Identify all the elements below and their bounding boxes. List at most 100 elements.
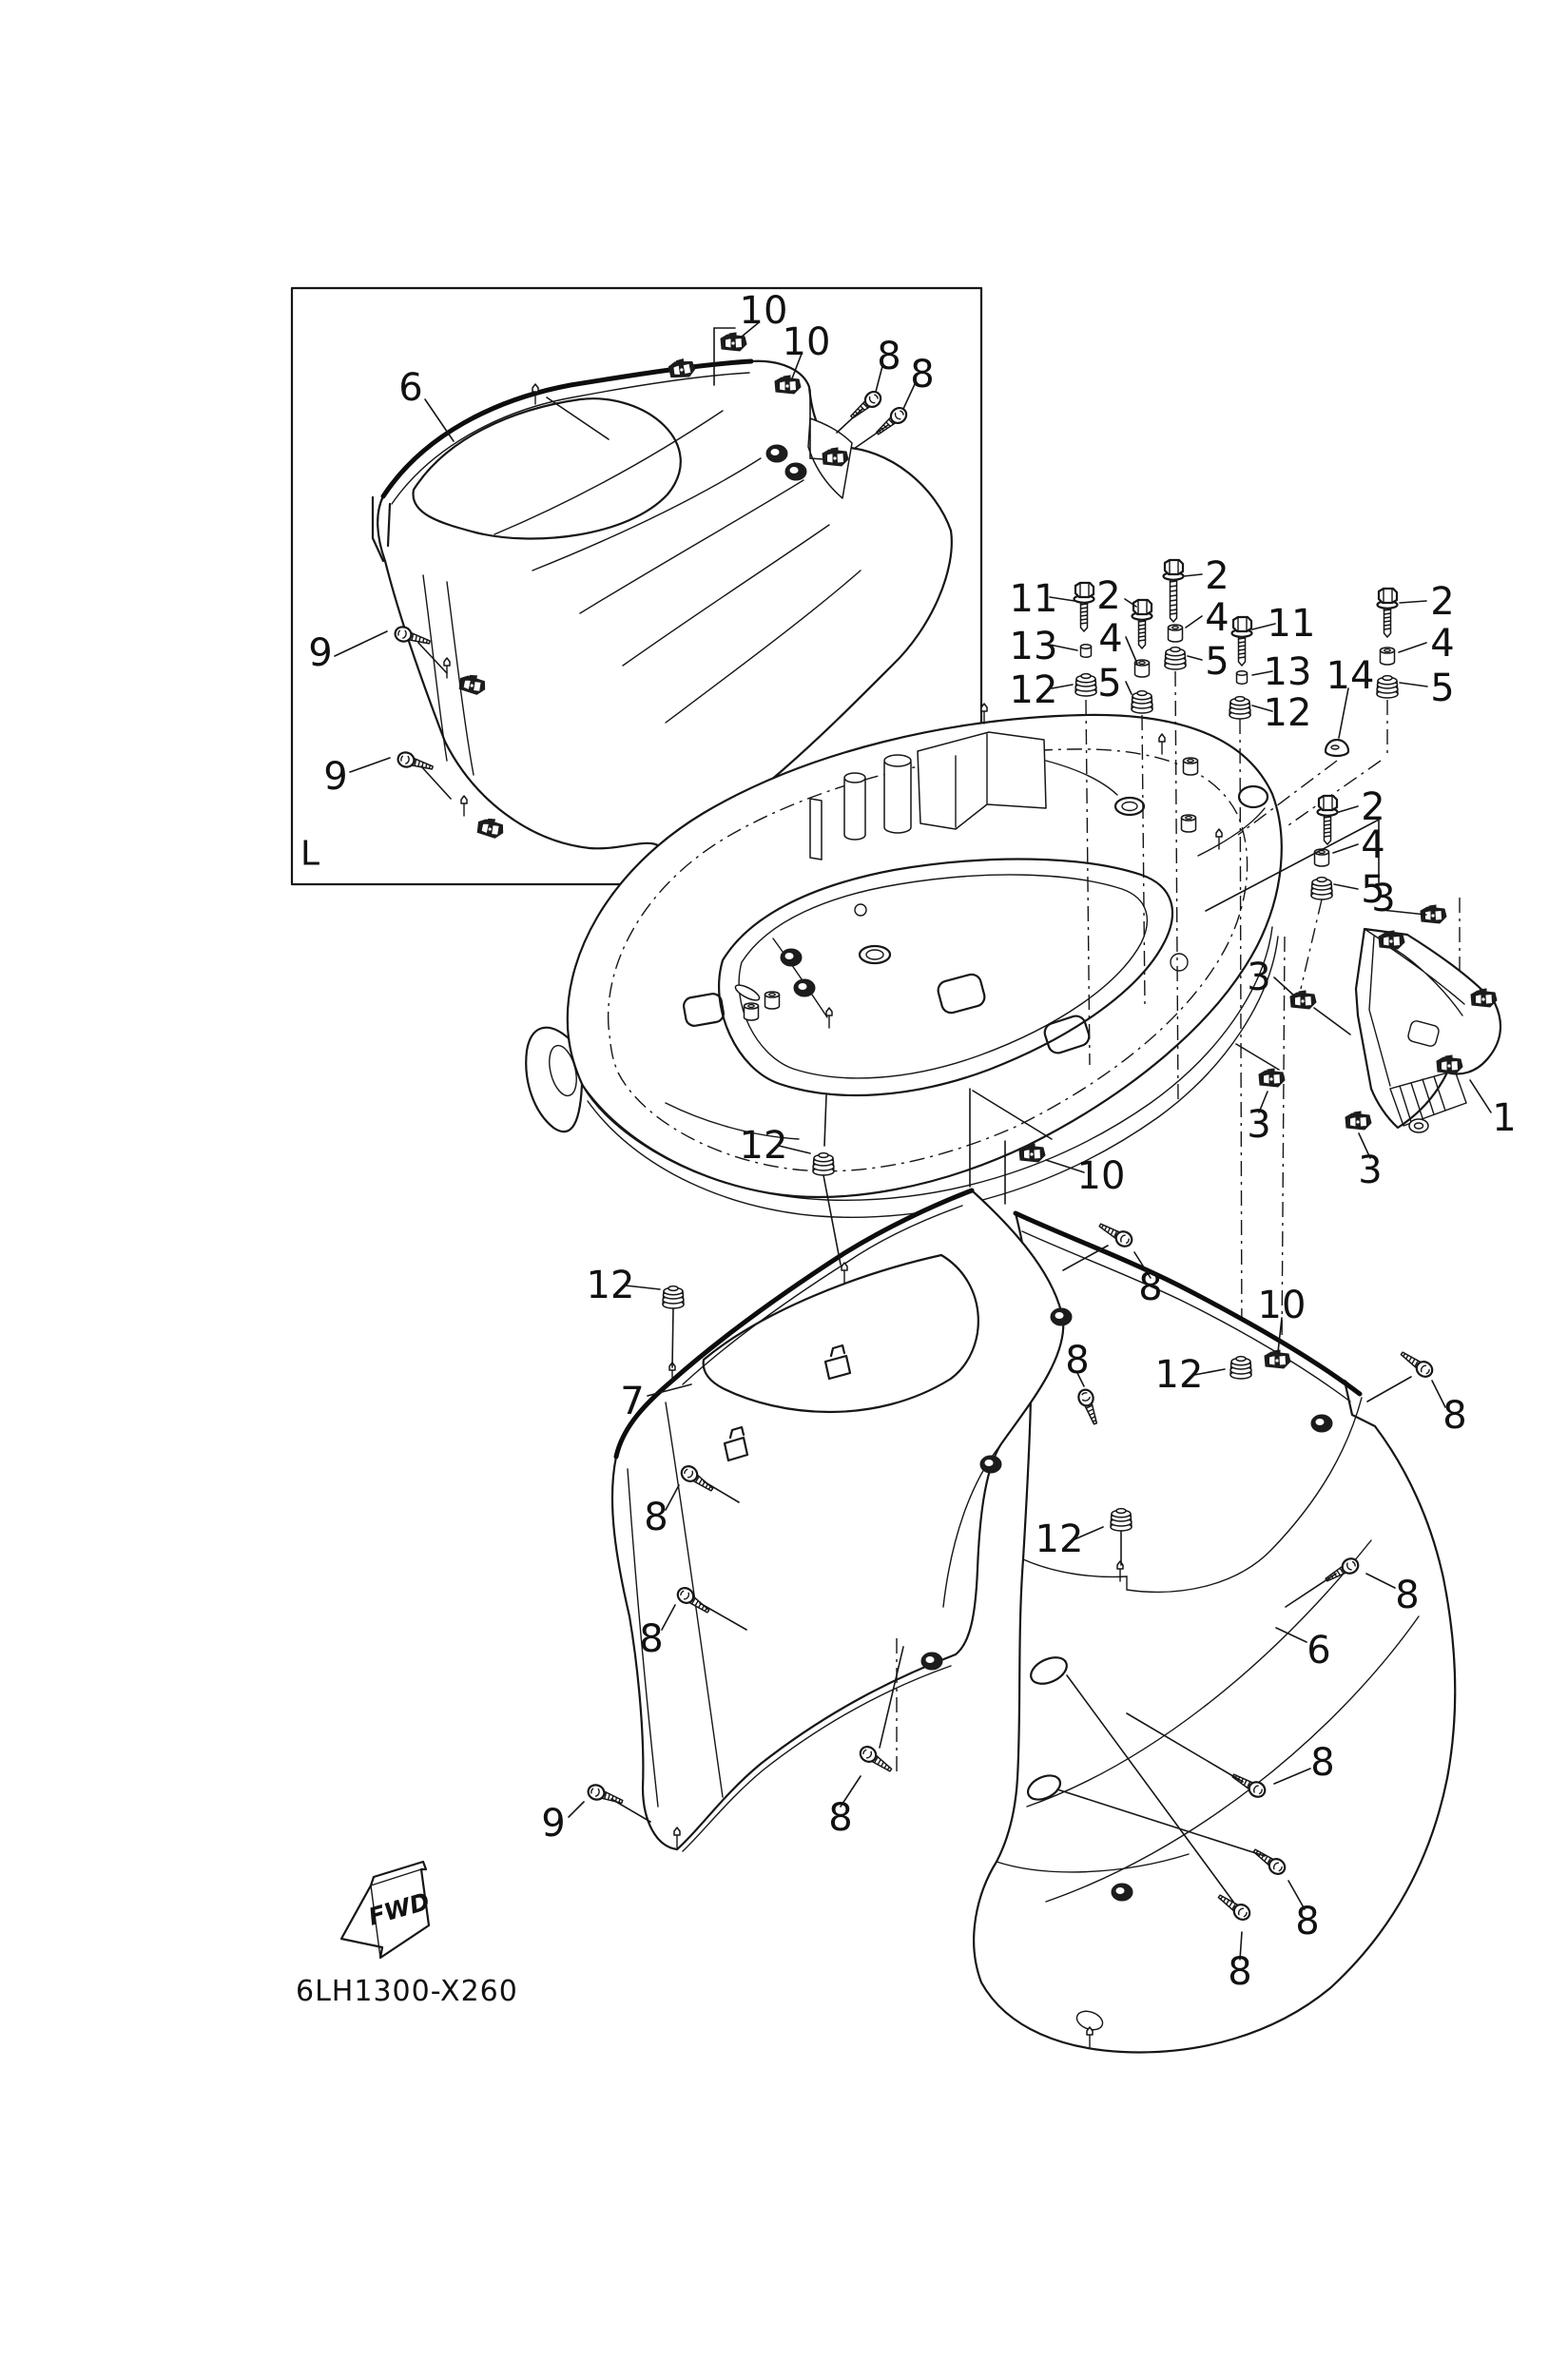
callout-label-2: 2	[1430, 580, 1454, 624]
callout-label-13: 13	[1264, 650, 1312, 694]
grommet-icon	[1074, 672, 1097, 697]
callout-label-10: 10	[783, 320, 831, 364]
boss-icon	[1111, 1883, 1133, 1902]
boss-icon	[793, 978, 816, 997]
callout-label-10: 10	[1077, 1154, 1126, 1198]
boss-icon	[979, 1455, 1002, 1474]
pan-cover-alignment	[823, 1088, 1053, 1771]
callout-label-9: 9	[323, 755, 347, 799]
pan-center-structure	[809, 703, 1269, 860]
callout-label-5: 5	[1097, 662, 1121, 706]
callout-label-7: 7	[620, 1380, 644, 1423]
boss-icon	[1310, 1414, 1333, 1433]
bracket-leader-lines	[1235, 909, 1492, 1159]
callout-label-8: 8	[1138, 1266, 1162, 1309]
clip-icon	[1345, 1111, 1372, 1131]
callout-label-8: 8	[1295, 1900, 1319, 1943]
callout-label-8: 8	[877, 335, 900, 378]
grommet-icon	[1229, 695, 1251, 720]
inset-leader-lines	[334, 322, 916, 800]
callout-label-8: 8	[910, 353, 934, 396]
callout-label-8: 8	[1442, 1394, 1466, 1438]
callout-label-3: 3	[1371, 877, 1395, 920]
callout-label-2: 2	[1361, 785, 1384, 829]
bolt-icon	[1316, 794, 1339, 846]
boss-icon	[780, 948, 803, 967]
collar-icon	[1379, 647, 1396, 666]
pin-icon	[460, 795, 468, 817]
screw-icon	[585, 1781, 626, 1810]
boss-icon	[1050, 1307, 1073, 1326]
callout-label-8: 8	[644, 1496, 668, 1539]
grommet-icon	[1229, 1355, 1252, 1380]
bolt-icon	[1073, 581, 1095, 633]
alignment-lines	[1085, 670, 1388, 1355]
fwd-arrow: FWD	[339, 1860, 433, 1960]
inset-port-boss-icon	[784, 462, 807, 481]
screw-icon	[871, 403, 911, 440]
callout-label-11: 11	[1010, 577, 1058, 621]
grommet-icon	[1376, 674, 1399, 699]
inset-side-cover	[371, 357, 953, 856]
callout-label-4: 4	[1361, 823, 1384, 867]
callout-label-6: 6	[1307, 1629, 1330, 1673]
grommet-cap-icon	[1324, 738, 1350, 758]
boss-icon	[920, 1652, 943, 1671]
clip-icon	[1258, 1068, 1286, 1088]
callout-label-8: 8	[639, 1617, 663, 1661]
callout-label-3: 3	[1358, 1149, 1382, 1192]
bottom-cowling-pan	[525, 703, 1283, 1218]
inset-detail-box	[290, 286, 983, 886]
grommet-icon	[1310, 876, 1333, 900]
callout-label-3: 3	[1247, 1103, 1270, 1147]
grommet-icon	[1131, 689, 1153, 714]
screw-icon	[856, 1742, 897, 1777]
side-cover-left	[610, 1188, 1073, 1852]
callout-label-12: 12	[1155, 1353, 1204, 1397]
bolt-icon	[1131, 598, 1153, 650]
callout-label-8: 8	[828, 1796, 852, 1840]
callout-label-10: 10	[1258, 1284, 1307, 1327]
clip-icon	[1289, 990, 1317, 1010]
bolt-icon	[1162, 558, 1185, 624]
spacer-icon	[1079, 644, 1093, 658]
grommet-icon	[812, 1151, 835, 1176]
column-leader-lines	[1049, 573, 1428, 890]
cover-fasteners	[568, 1143, 1446, 1961]
callout-label-2: 2	[1096, 574, 1120, 618]
fitting-plate-bracket	[1205, 819, 1502, 1159]
cover-leader-lines	[568, 1145, 1446, 1961]
callout-label-3: 3	[1247, 956, 1270, 999]
collar-icon	[1167, 624, 1184, 643]
callout-label-12: 12	[1264, 691, 1312, 735]
callout-label-4: 4	[1098, 617, 1122, 661]
clip-icon	[475, 816, 506, 841]
callout-label-12: 12	[740, 1124, 788, 1168]
callout-label-12: 12	[1010, 668, 1058, 712]
callout-label-2: 2	[1205, 554, 1229, 598]
pan-left-mounts	[665, 938, 833, 1140]
callout-label-5: 5	[1361, 868, 1384, 912]
callout-label-8: 8	[1065, 1339, 1089, 1383]
screw-icon	[395, 749, 436, 776]
stud-icon	[1182, 757, 1199, 776]
callout-label-11: 11	[1268, 602, 1316, 646]
stud-icon	[764, 991, 781, 1010]
callout-label-9: 9	[541, 1802, 565, 1846]
callout-label-1: 1	[1492, 1096, 1516, 1140]
callout-label-8: 8	[1395, 1574, 1419, 1617]
stud-icon	[743, 1002, 760, 1021]
bolt-icon	[1376, 587, 1399, 639]
spacer-icon	[1235, 670, 1249, 685]
callout-label-5: 5	[1205, 640, 1229, 684]
callout-label-13: 13	[1010, 625, 1058, 668]
callout-label-9: 9	[308, 631, 332, 675]
screw-icon	[1396, 1346, 1437, 1382]
callout-label-10: 10	[740, 289, 788, 333]
callout-label-8: 8	[1228, 1950, 1251, 1994]
callout-label-4: 4	[1430, 622, 1454, 666]
inset-port-boss-icon	[765, 444, 788, 463]
